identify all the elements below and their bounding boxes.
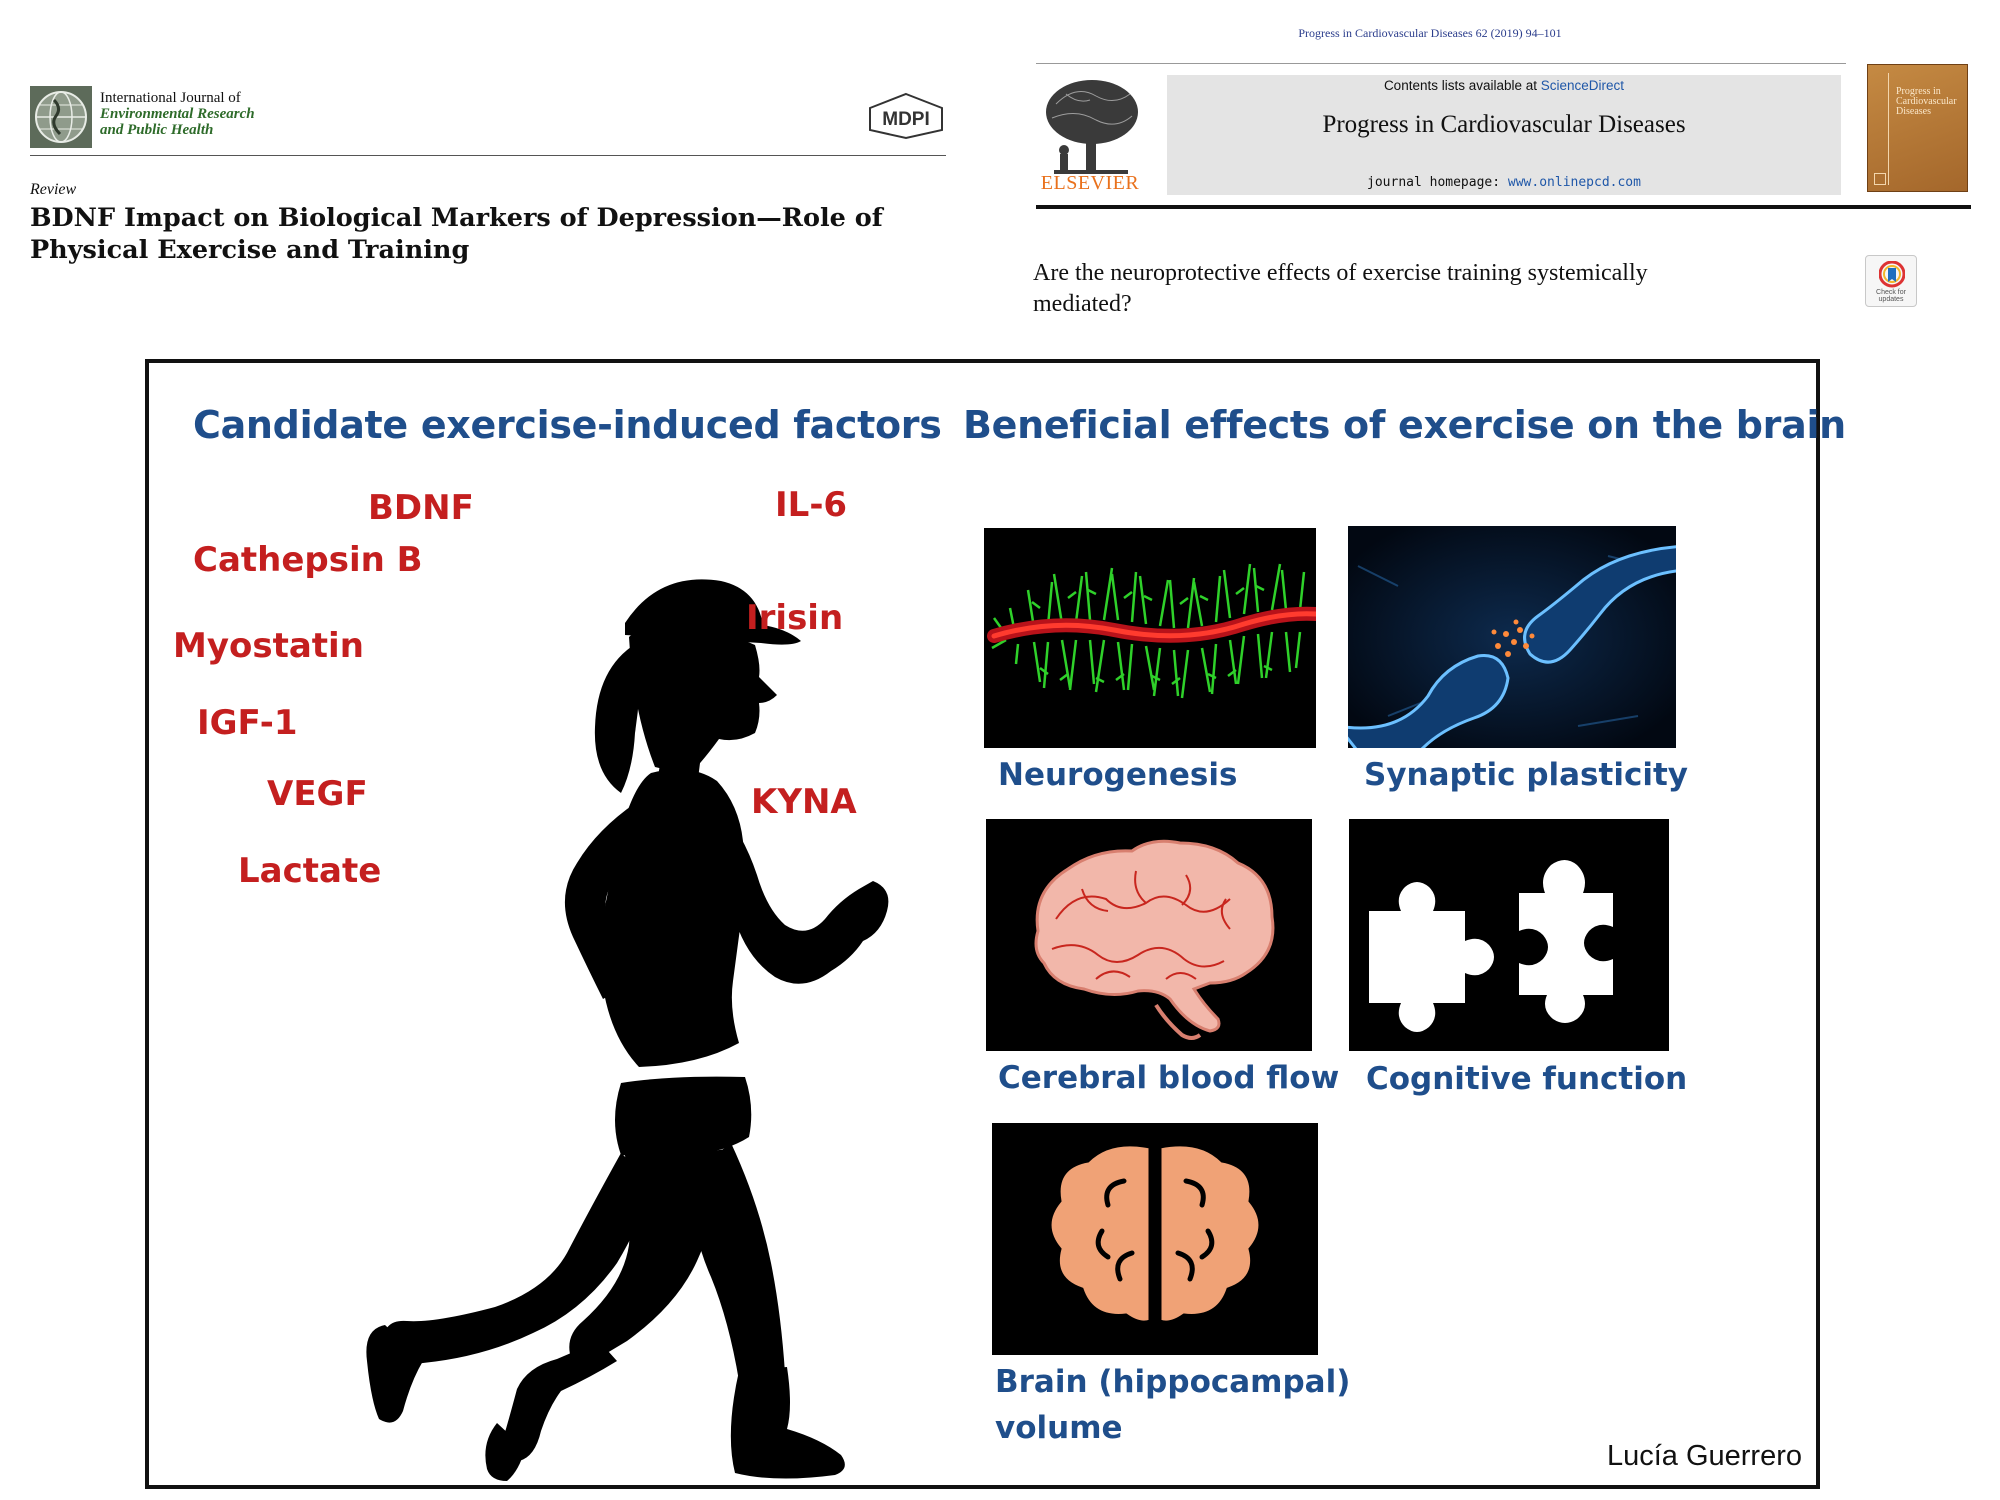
check-updates-icon — [1879, 261, 1905, 288]
journal-line-2: Environmental Research — [100, 106, 255, 122]
brain-icon — [986, 819, 1312, 1051]
cover-title-line: Cardiovascular — [1896, 96, 1957, 107]
journal-banner: Contents lists available at ScienceDirec… — [1167, 75, 1841, 195]
synapse-icon — [1348, 526, 1676, 748]
ijerph-header: International Journal of Environmental R… — [30, 82, 946, 156]
caption-neurogenesis: Neurogenesis — [998, 757, 1238, 793]
hippocampus-brain-icon — [992, 1123, 1318, 1355]
sciencedirect-link[interactable]: ScienceDirect — [1540, 78, 1625, 93]
contents-prefix: Contents lists available at — [1383, 78, 1541, 93]
article-type-label: Review — [30, 181, 77, 198]
panel-synaptic-plasticity — [1348, 526, 1676, 748]
header-rule-bottom — [1036, 205, 1971, 209]
neuron-icon — [984, 528, 1316, 748]
panel-neurogenesis — [984, 528, 1316, 748]
factor-igf1: IGF-1 — [197, 703, 298, 743]
journal-name: Progress in Cardiovascular Diseases — [1322, 111, 1686, 138]
factor-kyna: KYNA — [751, 782, 857, 822]
right-article-title[interactable]: Are the neuroprotective effects of exerc… — [1033, 260, 1648, 317]
heading-candidate-factors: Candidate exercise-induced factors — [193, 403, 942, 447]
panel-hippocampal-volume — [992, 1123, 1318, 1355]
check-updates-label: Check for updates — [1876, 289, 1906, 303]
factor-vegf: VEGF — [267, 774, 368, 814]
homepage-prefix: journal homepage: — [1367, 175, 1508, 190]
cover-spine — [1873, 73, 1889, 185]
ijerph-journal-name: International Journal of Environmental R… — [100, 90, 255, 138]
cover-title-line: Progress in — [1896, 86, 1941, 97]
contents-line: Contents lists available at ScienceDirec… — [1167, 78, 1841, 93]
journal-line-3: and Public Health — [100, 122, 214, 138]
factor-cathepsin-b: Cathepsin B — [193, 540, 423, 580]
cover-title-line: Diseases — [1896, 106, 1931, 117]
cover-title: Progress in Cardiovascular Diseases — [1896, 87, 1957, 117]
caption-cognitive-function: Cognitive function — [1366, 1061, 1688, 1097]
figure-credit: Lucía Guerrero — [1606, 1440, 1802, 1472]
caption-hippocampal-line-1: Brain (hippocampal) — [995, 1364, 1351, 1400]
elsevier-wordmark: ELSEVIER — [1040, 172, 1140, 194]
ijerph-globe-logo-icon — [30, 86, 92, 148]
heading-beneficial-effects: Beneficial effects of exercise on the br… — [963, 403, 1846, 447]
citation-line[interactable]: Progress in Cardiovascular Diseases 62 (… — [1298, 26, 1562, 40]
caption-synaptic-plasticity: Synaptic plasticity — [1364, 757, 1688, 793]
homepage-link[interactable]: www.onlinepcd.com — [1507, 175, 1641, 190]
puzzle-icon — [1349, 819, 1669, 1051]
caption-hippocampal-line-2: volume — [995, 1410, 1123, 1446]
factor-irisin: Irisin — [746, 598, 844, 638]
left-article-title[interactable]: BDNF Impact on Biological Markers of Dep… — [30, 203, 883, 265]
panel-cognitive-function — [1349, 819, 1669, 1051]
cover-stamp — [1874, 173, 1886, 185]
caption-cerebral-blood-flow: Cerebral blood flow — [998, 1060, 1340, 1096]
homepage-line: journal homepage: www.onlinepcd.com — [1167, 175, 1841, 190]
journal-line-1: International Journal of — [100, 90, 241, 106]
journal-cover-thumbnail[interactable]: Progress in Cardiovascular Diseases — [1867, 64, 1968, 192]
header-rule-top — [1036, 63, 1846, 64]
elsevier-tree-logo-icon — [1046, 80, 1138, 174]
figure-box: Candidate exercise-induced factors Benef… — [145, 359, 1846, 1489]
check-for-updates-button[interactable]: Check for updates — [1865, 255, 1917, 307]
mdpi-logo-text: MDPI — [882, 109, 930, 130]
factor-il6: IL-6 — [775, 485, 848, 525]
panel-cerebral-blood-flow — [986, 819, 1312, 1051]
factor-myostatin: Myostatin — [173, 626, 364, 666]
mdpi-logo-icon: MDPI — [869, 92, 943, 140]
factor-bdnf: BDNF — [368, 488, 474, 528]
factor-lactate: Lactate — [238, 851, 382, 891]
runner-silhouette-icon — [366, 579, 889, 1481]
